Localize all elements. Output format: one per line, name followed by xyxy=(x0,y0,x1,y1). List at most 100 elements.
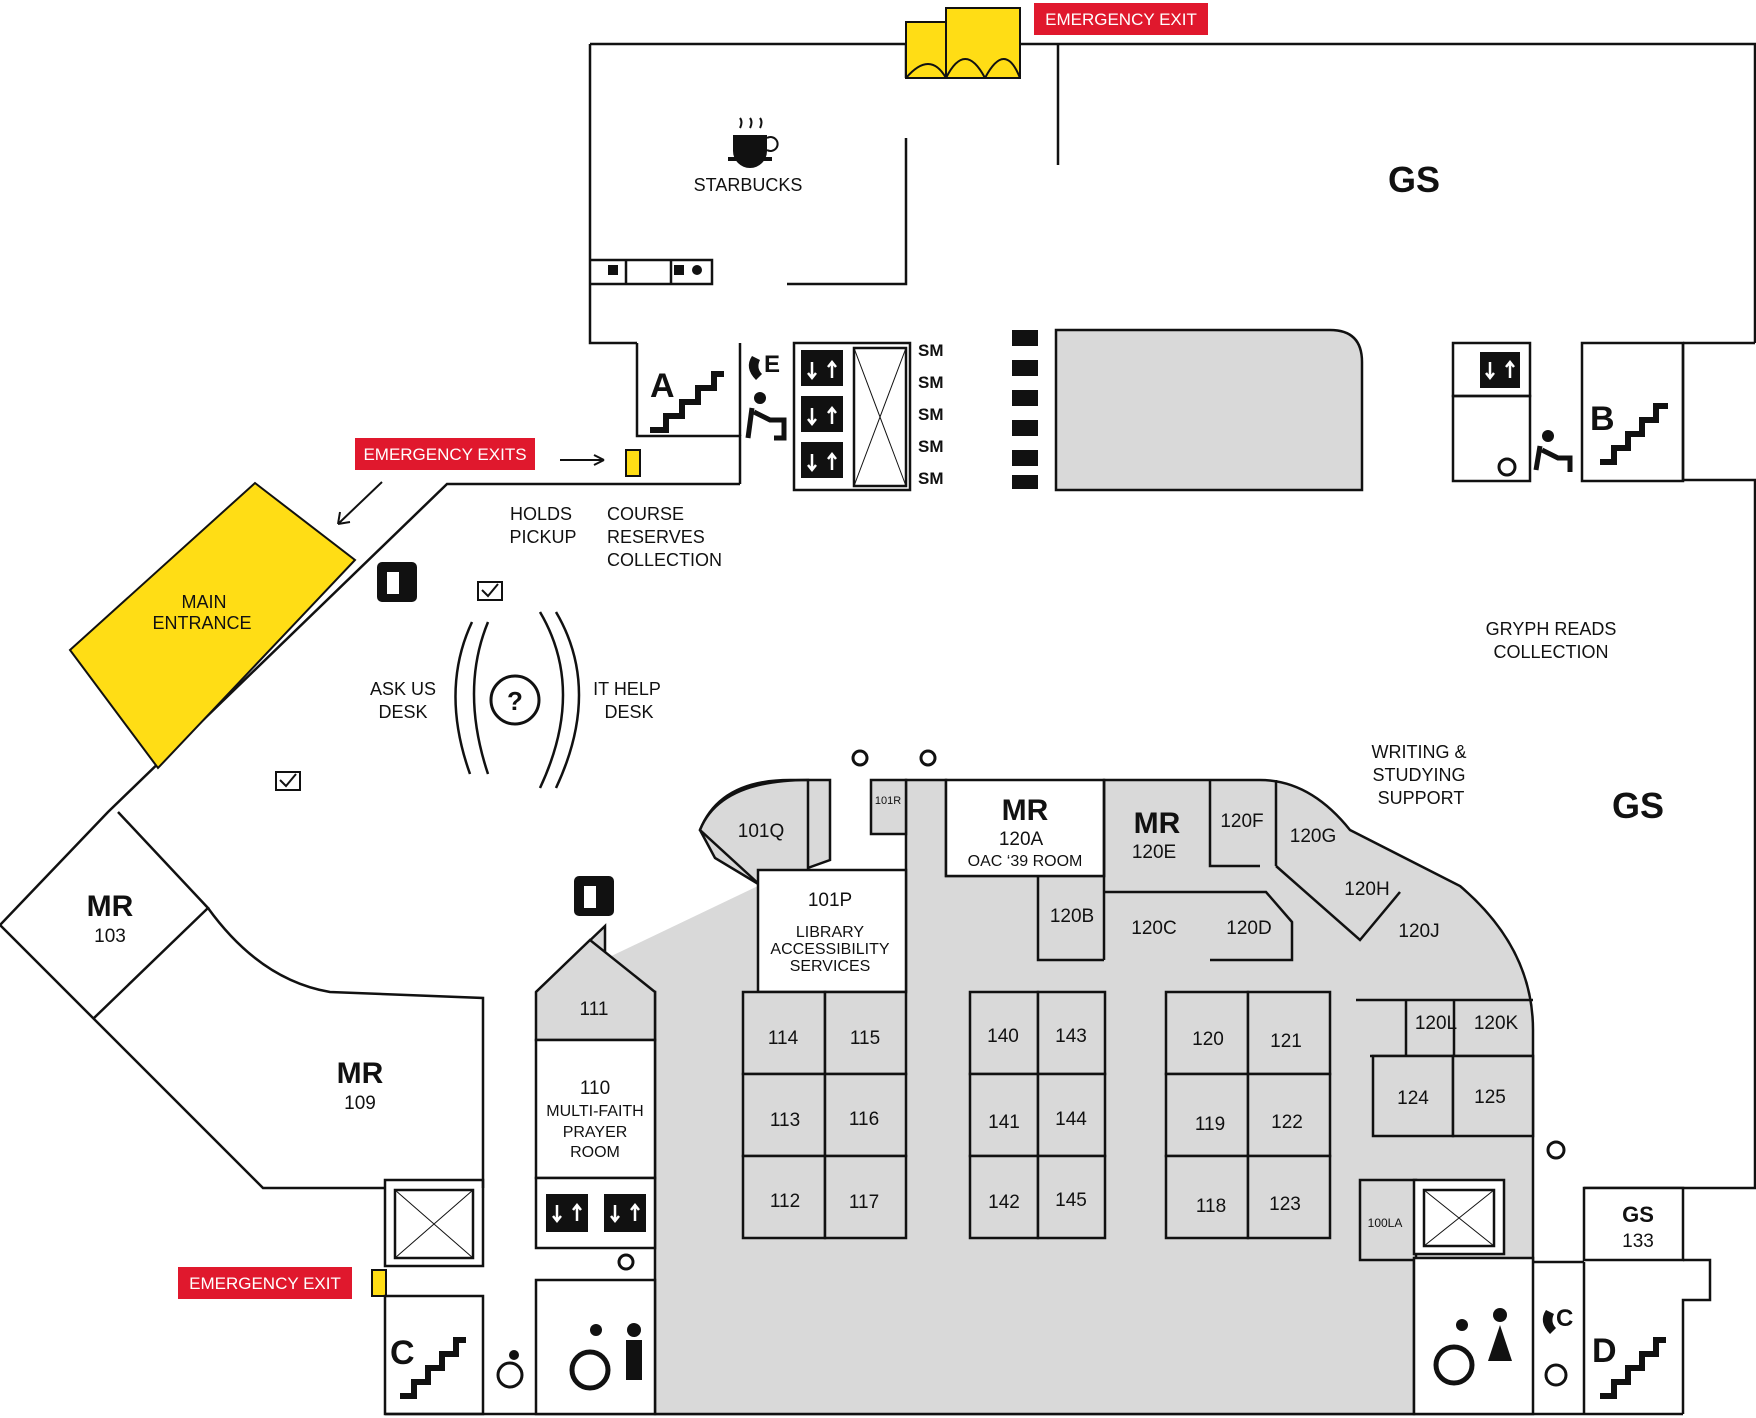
stair-a-label: A xyxy=(650,367,675,405)
room-140: 140 xyxy=(987,1026,1019,1047)
sm-labels: SM SM SM SM SM xyxy=(918,341,944,488)
stairwell-c: C xyxy=(383,1294,485,1416)
gryph-label-2: COLLECTION xyxy=(1493,642,1608,662)
room-115: 115 xyxy=(850,1028,880,1049)
left-exits-label: EMERGENCY EXITS xyxy=(363,445,526,464)
accessible-icon xyxy=(617,457,1568,1387)
elevator-icon xyxy=(801,350,843,386)
top-exit-label: EMERGENCY EXIT xyxy=(1045,10,1197,29)
it-help-label-2: DESK xyxy=(604,702,653,722)
room-143: 143 xyxy=(1055,1026,1087,1047)
room-114: 114 xyxy=(768,1028,799,1049)
starbucks-label: STARBUCKS xyxy=(694,175,803,195)
room-111: 111 xyxy=(580,999,609,1020)
room-101p-line1: LIBRARY xyxy=(796,924,865,941)
room-110: 110 xyxy=(580,1078,610,1099)
room-124: 124 xyxy=(1397,1088,1429,1109)
room-117: 117 xyxy=(849,1192,879,1213)
ask-us-label-1: ASK US xyxy=(370,679,436,699)
phone-icon: C xyxy=(1542,1305,1573,1334)
printer-icon xyxy=(1012,330,1038,489)
room-120d: 120D xyxy=(1226,918,1271,939)
room-141: 141 xyxy=(988,1112,1020,1133)
room-118: 118 xyxy=(1196,1196,1226,1217)
mr109-label-b: 109 xyxy=(344,1093,376,1114)
room-101p: 101P xyxy=(808,890,852,911)
room-123: 123 xyxy=(1269,1194,1301,1215)
room-110-line3: ROOM xyxy=(570,1144,620,1161)
elevator-icon xyxy=(801,396,843,432)
elevator-bank-top xyxy=(792,341,912,492)
gs-top-label: GS xyxy=(1388,159,1440,200)
room-120g: 120G xyxy=(1290,826,1336,847)
room-101r: 101R xyxy=(875,795,901,807)
washroom-icon xyxy=(569,1323,642,1391)
sm-label: SM xyxy=(918,469,944,488)
room-120b: 120B xyxy=(1050,906,1094,927)
stair-d-label: D xyxy=(1592,1332,1617,1370)
right-core: B xyxy=(1451,341,1685,483)
course-label-3: COLLECTION xyxy=(607,550,722,570)
checkout-icon xyxy=(477,581,503,601)
writing-label-1: WRITING & xyxy=(1372,742,1467,762)
washroom-icon xyxy=(608,265,702,275)
stairs-icon xyxy=(400,1337,466,1399)
accessible-icon xyxy=(496,1350,524,1389)
room-grid-3: 120 121 119 122 118 123 xyxy=(1164,990,1332,1240)
writing-label-3: SUPPORT xyxy=(1378,788,1465,808)
mr109-label-a: MR xyxy=(337,1057,384,1090)
phone-e-label: E xyxy=(764,351,780,378)
sm-label: SM xyxy=(918,437,944,456)
elevator-icon xyxy=(801,442,843,478)
room-116: 116 xyxy=(849,1109,879,1130)
room-125: 125 xyxy=(1474,1087,1506,1108)
stairs-icon xyxy=(1600,1337,1666,1399)
water-fountain-icon xyxy=(745,392,787,441)
top-emergency-exit-sign: EMERGENCY EXIT xyxy=(1034,3,1208,35)
room-120h: 120H xyxy=(1344,879,1389,900)
top-exit-doors xyxy=(905,7,1021,79)
it-help-label-1: IT HELP xyxy=(593,679,661,699)
stairs-icon xyxy=(650,371,724,433)
room-101p-line3: SERVICES xyxy=(790,958,871,975)
stair-c-label: C xyxy=(390,1334,415,1372)
room-145: 145 xyxy=(1055,1190,1087,1211)
central-room-top xyxy=(1054,328,1364,492)
gs-right-label: GS xyxy=(1612,785,1664,826)
room-120j: 120J xyxy=(1398,921,1439,942)
ask-us-label-2: DESK xyxy=(378,702,427,722)
course-label-1: COURSE xyxy=(607,504,684,524)
room-120k: 120K xyxy=(1474,1013,1519,1034)
mr120e-label-b: 120E xyxy=(1132,842,1176,863)
elevator-icon xyxy=(604,1194,646,1232)
freight-elevator-icon xyxy=(1412,1178,1506,1256)
room-112: 112 xyxy=(770,1191,800,1212)
holds-label-2: PICKUP xyxy=(509,527,576,547)
bottom-emergency-exit-sign: EMERGENCY EXIT xyxy=(178,1267,387,1299)
elevator-icon xyxy=(1480,352,1520,388)
mr120a-label-a: MR xyxy=(1002,794,1049,827)
info-icon xyxy=(377,562,417,602)
water-fountain-icon xyxy=(1533,430,1573,472)
phone-icon: E xyxy=(748,351,780,380)
washroom-icon xyxy=(1433,1308,1512,1386)
mr103-label-a: MR xyxy=(87,890,134,923)
starbucks-area xyxy=(590,44,908,484)
mr120a-label-b: 120A xyxy=(999,829,1044,850)
room-grid-1: 114 115 113 116 112 117 xyxy=(741,990,908,1240)
left-emergency-exits-sign: EMERGENCY EXITS xyxy=(337,438,641,525)
phone-c-label: C xyxy=(1556,1305,1573,1332)
writing-label-2: STUDYING xyxy=(1372,765,1465,785)
room-144: 144 xyxy=(1055,1109,1087,1130)
svg-text:?: ? xyxy=(507,686,523,716)
room-100la: 100LA xyxy=(1368,1216,1403,1230)
room-119: 119 xyxy=(1195,1114,1225,1135)
mr120e-label-a: MR xyxy=(1134,807,1181,840)
room-120f: 120F xyxy=(1220,811,1263,832)
mr103-label-b: 103 xyxy=(94,926,126,947)
room-110-line2: PRAYER xyxy=(563,1124,628,1141)
sm-label: SM xyxy=(918,373,944,392)
room-110-line1: MULTI-FAITH xyxy=(546,1103,643,1120)
room-120: 120 xyxy=(1192,1029,1224,1050)
main-entrance-label-1: MAIN xyxy=(182,592,227,612)
